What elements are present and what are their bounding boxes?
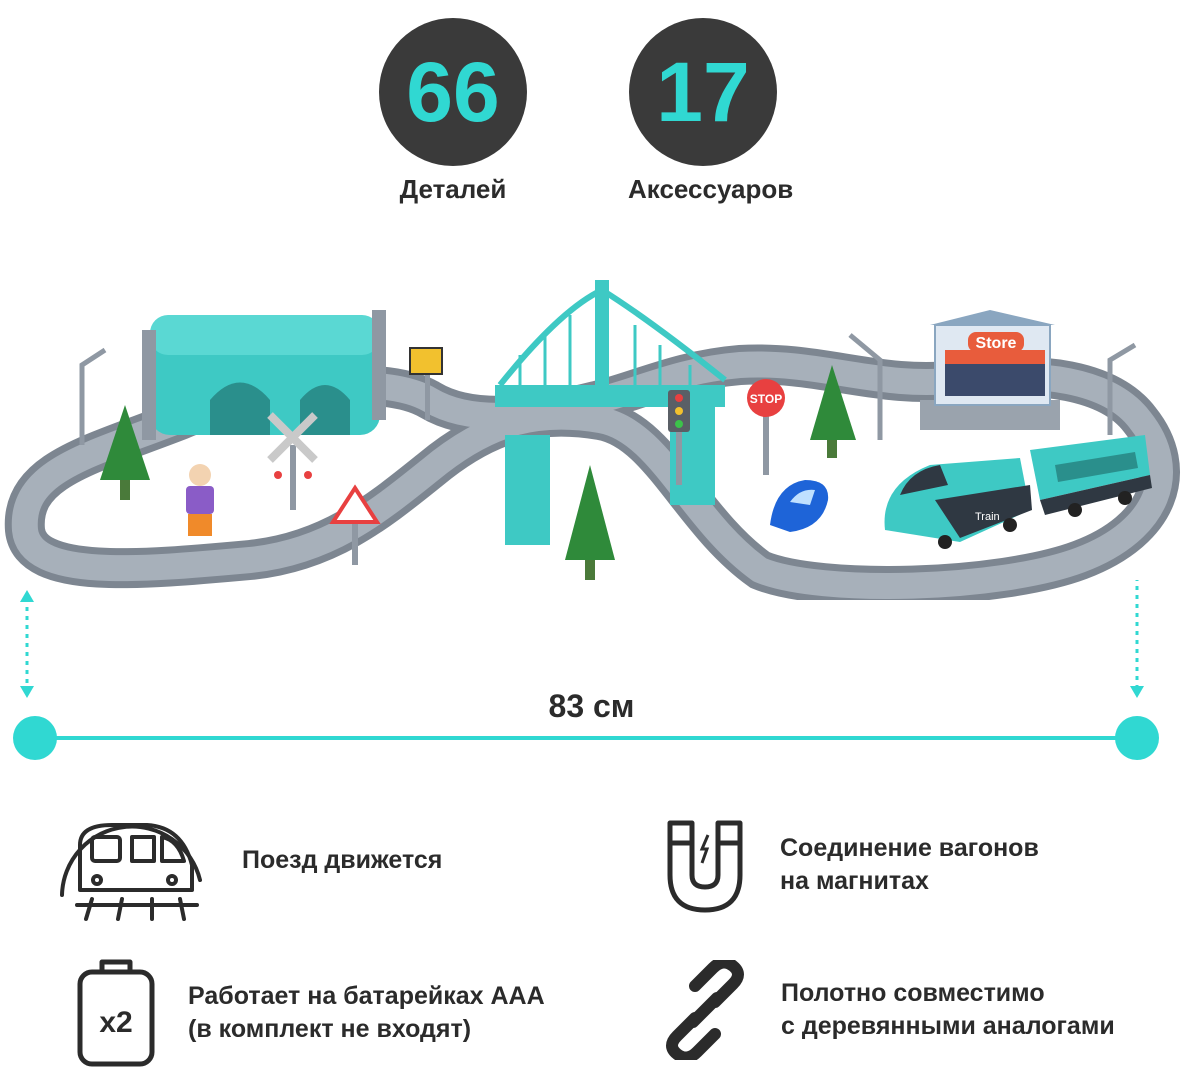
feature-text: Соединение вагонов на магнитах [780,832,1039,898]
railway-set-illustration: Store STOP [4,280,1180,600]
suspension-bridge [495,280,727,545]
dimension-indicator [13,580,1159,760]
track [4,344,1180,600]
toy-car [770,480,829,532]
feature-battery: x2 Работает на батарейках ААА (в комплек… [76,958,545,1068]
feature-text: Работает на батарейках ААА (в комплект н… [188,980,545,1046]
battery-icon: x2 [77,959,155,1067]
feature-text: Поезд движется [242,844,442,877]
toy-train: Train [884,435,1152,549]
feature-line: Полотно совместимо [781,979,1045,1007]
battery-icon-text: x2 [99,1006,132,1039]
railroad-crossing-sign [267,412,318,510]
pine-trees [100,365,856,580]
feature-line: Работает на батарейках ААА [188,982,545,1010]
width-line-right-dot [1115,716,1159,760]
stat-label: Деталей [399,174,507,204]
stop-sign: STOP [747,379,785,475]
train-label: Train [975,511,1000,523]
width-line-left-dot [13,716,57,760]
stat-details: 66 Деталей [378,18,528,205]
feature-text: Полотно совместимо с деревянными аналога… [781,977,1115,1043]
train-icon [60,823,202,921]
traffic-light [668,390,690,485]
stop-sign-text: STOP [750,392,782,406]
stat-circle: 66 [379,18,527,166]
store-sign: Store [976,335,1017,352]
dimension-label: 83 см [548,688,635,724]
stat-value: 66 [406,45,500,139]
tunnel [142,310,386,440]
feature-line: (в комплект не входят) [188,1015,472,1043]
warning-sign [329,484,381,565]
feature-compatible-tracks: Полотно совместимо с деревянными аналога… [655,960,1115,1060]
feature-line: с деревянными аналогами [781,1012,1115,1040]
chain-link-icon [666,960,744,1060]
feature-line: Поезд движется [242,845,443,874]
magnet-icon [667,820,743,913]
tunnel-sign [409,347,443,420]
feature-line: Соединение вагонов [780,834,1039,862]
stat-circle: 17 [629,18,777,166]
toy-figure [186,464,214,536]
stat-value: 17 [656,45,750,139]
feature-line: на магнитах [780,867,929,895]
stat-accessories: 17 Аксессуаров [628,18,794,205]
feature-train-moves: Поезд движется [52,795,442,925]
store-building: Store [920,310,1060,430]
feature-magnet-coupling: Соединение вагонов на магнитах [660,815,1039,915]
stat-label: Аксессуаров [628,174,794,204]
street-lamps [79,333,1137,445]
